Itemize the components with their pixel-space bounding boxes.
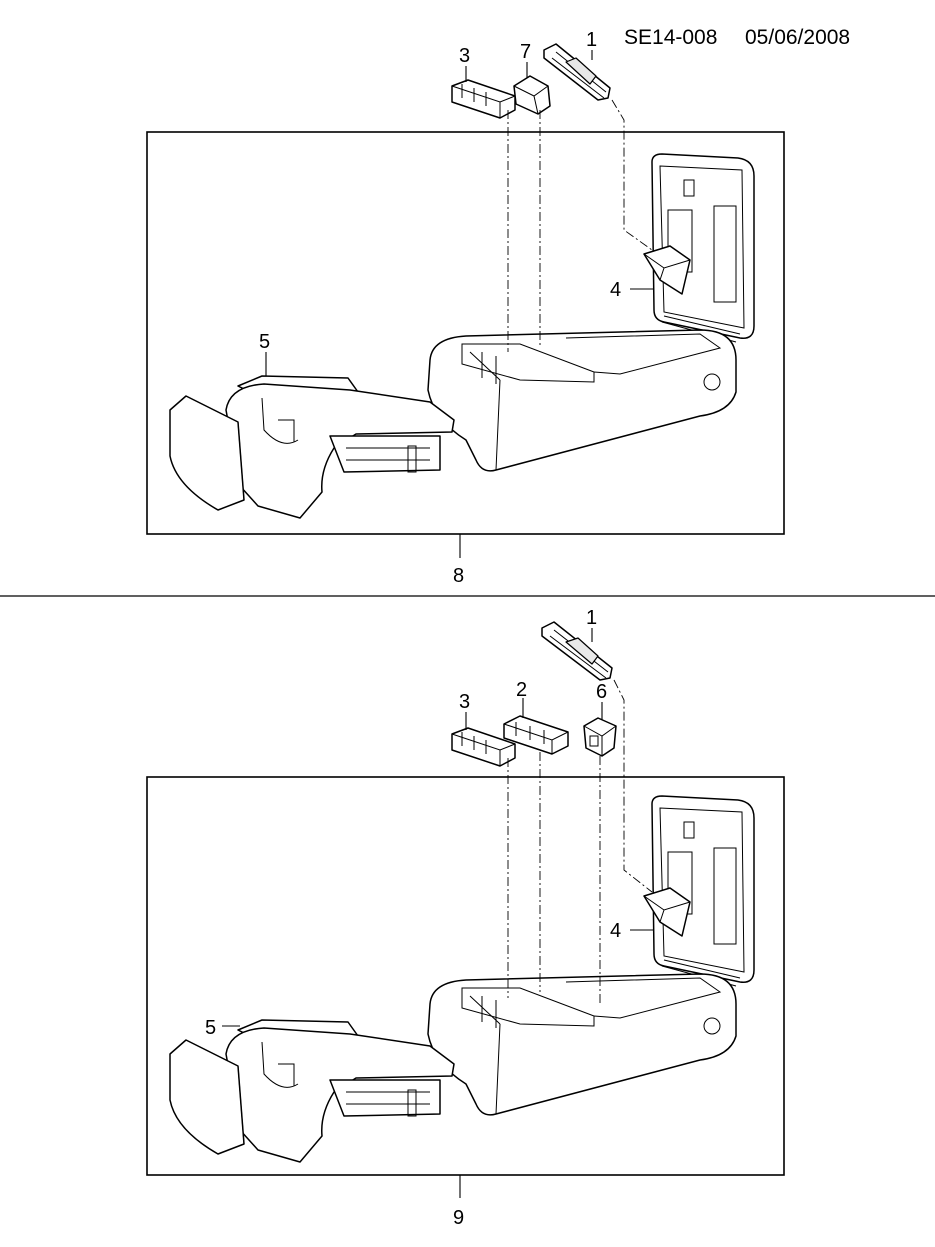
top-part-5-cupholder — [169, 375, 455, 519]
bottom-view: 1 2 3 6 4 5 9 — [146, 607, 785, 1229]
top-part-3-switch-pack — [451, 79, 516, 119]
diagram-code: SE14-008 — [624, 26, 717, 49]
top-console-body — [427, 329, 737, 472]
top-assembly-label: 8 — [453, 565, 464, 587]
bottom-label-2: 2 — [516, 679, 527, 701]
bottom-part-3-switch-pack — [451, 727, 516, 767]
bottom-part-4-latch — [643, 887, 691, 937]
bottom-console-body — [427, 973, 737, 1116]
top-part-7-switch — [513, 75, 551, 115]
top-label-1: 1 — [586, 29, 597, 51]
top-label-7: 7 — [520, 41, 531, 63]
bottom-label-4: 4 — [610, 920, 621, 942]
bottom-label-6: 6 — [596, 681, 607, 703]
bottom-part-6-switch — [583, 717, 617, 757]
top-frame — [146, 131, 785, 535]
top-part-4-latch — [643, 245, 691, 295]
bottom-label-5: 5 — [205, 1017, 216, 1039]
bottom-label-1: 1 — [586, 607, 597, 629]
top-part-1-control-panel — [543, 43, 611, 101]
bottom-assembly-label: 9 — [453, 1207, 464, 1229]
top-assembly-lines — [507, 99, 653, 352]
bottom-assembly-lines — [507, 679, 653, 1004]
bottom-part-2-switch-pack — [503, 715, 569, 755]
bottom-frame — [146, 776, 785, 1176]
top-label-5: 5 — [259, 331, 270, 353]
bottom-label-3: 3 — [459, 691, 470, 713]
top-label-4: 4 — [610, 279, 621, 301]
diagram-date: 05/06/2008 — [745, 26, 850, 49]
top-view: 3 7 1 4 5 8 — [146, 29, 785, 587]
bottom-part-5-cupholder — [169, 1019, 455, 1163]
bottom-part-1-control-panel — [541, 621, 613, 681]
top-label-3: 3 — [459, 45, 470, 67]
